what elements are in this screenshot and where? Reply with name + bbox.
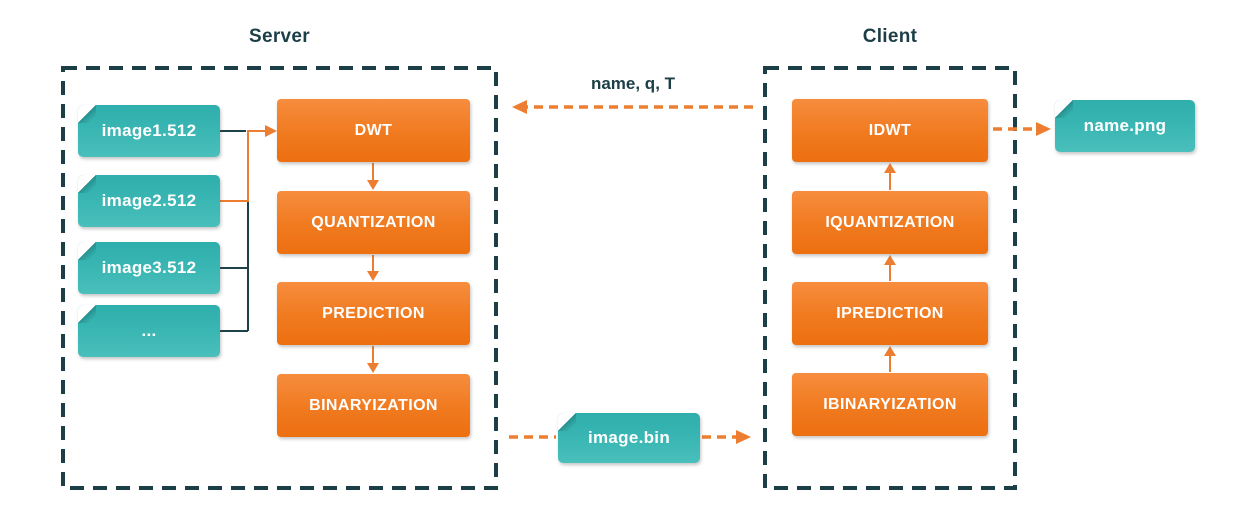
input-files-connector-lines [220,130,249,332]
folded-corner-decoration [558,413,576,431]
client-step-iquantization: IQUANTIZATION [792,191,988,254]
folded-corner-decoration [78,175,96,193]
output-file-label: name.png [1083,116,1167,135]
idwt-to-namepng-arrowhead-icon [1036,122,1051,136]
step-label: DWT [354,121,393,139]
binary-file-label: image.bin [587,428,671,447]
server-step-binaryization: BINARYIZATION [277,374,470,437]
client-step-idwt: IDWT [792,99,988,162]
input-file-box-image1: image1.512 [78,105,220,157]
output-file-box: name.png [1055,100,1195,152]
imagebin-to-client-arrowhead-icon [736,430,751,444]
client-group-title: Client [862,26,918,47]
binary-file-box: image.bin [558,413,700,463]
step-label: IPREDICTION [836,304,944,322]
params-transfer-label: name, q, T [590,74,676,93]
step-label: QUANTIZATION [311,213,436,231]
server-step-quantization: QUANTIZATION [277,191,470,254]
client-dashed-border [763,66,1017,490]
step-label: IDWT [868,121,912,139]
input-file-label: ... [141,321,157,340]
input-file-label: image3.512 [101,258,197,277]
folded-corner-decoration [78,305,96,323]
client-step-ibinaryization: IBINARYIZATION [792,373,988,436]
client-step-arrowheads [884,163,896,356]
step-label: IBINARYIZATION [823,395,957,413]
step-label: BINARYIZATION [309,396,438,414]
server-group-title: Server [249,26,310,47]
input-file-box-image2: image2.512 [78,175,220,227]
input-file-label: image1.512 [101,121,197,140]
folded-corner-decoration [1055,100,1073,118]
input-file-box-ellipsis: ... [78,305,220,357]
client-step-iprediction: IPREDICTION [792,282,988,345]
dwt-input-arrowhead-icon [265,125,277,137]
server-dashed-border [61,66,498,490]
folded-corner-decoration [78,105,96,123]
step-label: PREDICTION [322,304,425,322]
server-step-prediction: PREDICTION [277,282,470,345]
server-step-arrowheads [367,180,379,373]
junction-to-dwt-connector [220,130,266,202]
step-label: IQUANTIZATION [825,213,955,231]
input-file-label: image2.512 [101,191,197,210]
folded-corner-decoration [78,242,96,260]
input-file-box-image3: image3.512 [78,242,220,294]
params-transfer-arrowhead-icon [512,100,527,114]
server-step-dwt: DWT [277,99,470,162]
